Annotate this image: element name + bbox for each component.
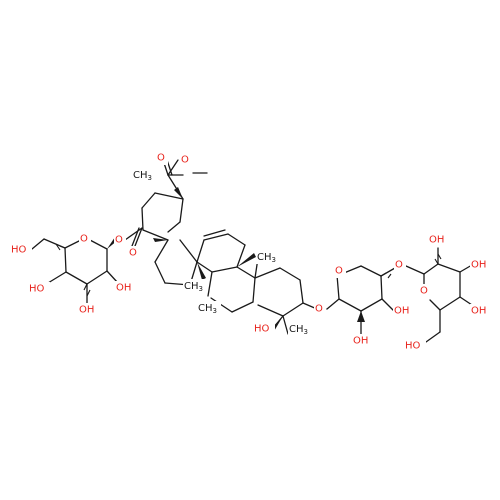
bond <box>336 274 340 300</box>
bond <box>179 198 184 223</box>
bond <box>134 227 143 247</box>
bond <box>141 192 156 209</box>
bond <box>65 271 88 285</box>
bond <box>167 159 179 176</box>
bond <box>360 298 383 312</box>
hashed-bond <box>380 272 392 279</box>
glc1-oh-c2-label: OH <box>116 283 131 294</box>
bond <box>429 299 441 311</box>
ch2oh-c23-label: HO <box>254 324 270 335</box>
bond <box>227 233 246 246</box>
glucose-link-oxygen-label: O <box>115 235 123 246</box>
bond <box>231 301 254 313</box>
bond <box>236 266 256 279</box>
bond <box>338 298 362 312</box>
bond <box>425 331 441 343</box>
bond <box>210 297 233 313</box>
bond <box>405 265 425 275</box>
glc1-ring-oxygen-label: O <box>80 234 88 245</box>
bond <box>207 271 213 297</box>
bond <box>423 263 439 275</box>
bond <box>360 265 382 277</box>
bond <box>196 261 213 273</box>
bond <box>257 304 284 317</box>
methyl-c14-label: CH3 <box>198 303 217 316</box>
bond <box>211 266 238 273</box>
methyl-top-label: CH3 <box>133 170 152 183</box>
glc1-ch2oh-label: HO <box>11 245 27 256</box>
bond <box>459 296 473 306</box>
bond <box>167 221 181 233</box>
glc1-oh-c3-label: OH <box>79 305 94 316</box>
atom-label-layer: O O CH3 O O O HO HO OH OH CH3 CH3 CH3 CH… <box>10 151 492 353</box>
bond-layer <box>31 159 473 343</box>
bond <box>437 263 461 273</box>
glc2-ch2oh-label: HO <box>405 341 421 352</box>
glc2-oh-c3-label: OH <box>471 260 486 271</box>
glc2-oh-c4-label: OH <box>471 306 486 317</box>
bond <box>142 229 169 241</box>
bond <box>179 239 198 263</box>
bond <box>141 207 144 231</box>
wedge-bond <box>237 253 256 267</box>
bond <box>381 298 395 312</box>
bond <box>439 296 461 311</box>
bond <box>254 267 281 279</box>
ester-carbonyl-oxygen-label: O <box>157 153 165 164</box>
bond <box>343 265 362 274</box>
wedge-bond <box>174 187 183 199</box>
glc2-oh-c2-label: OH <box>429 235 444 246</box>
glc1-oh-c4-label: HO <box>29 284 45 295</box>
wedge-bond <box>153 238 168 242</box>
wedge-bond <box>197 262 206 280</box>
arabinose-oh-c3-label: OH <box>394 306 409 317</box>
bond <box>299 279 304 304</box>
c3-glycosidic-oxygen-label: O <box>315 304 323 315</box>
c28-carbonyl-oxygen-label: O <box>129 248 137 259</box>
bond <box>279 267 301 281</box>
arabinose-oh-c2-label: OH <box>353 336 368 347</box>
arabinose-ring-oxygen-label: O <box>335 266 343 277</box>
bond <box>380 275 383 300</box>
glc2-ring-oxygen-label: O <box>420 286 428 297</box>
bond <box>282 302 304 317</box>
hashed-bond <box>434 253 442 265</box>
bond <box>252 277 256 303</box>
bond <box>326 298 340 310</box>
arabinose-link-oxygen-label: O <box>395 260 403 271</box>
wedge-bond <box>357 311 365 322</box>
methyl-c4-label: CH3 <box>289 324 308 337</box>
hashed-bond <box>83 283 91 297</box>
bond <box>203 233 229 241</box>
bond <box>86 270 108 285</box>
methyl-c10-label: CH3 <box>257 252 276 265</box>
ester-methoxy-oxygen-label: O <box>181 155 189 166</box>
stereo-bond-layer <box>55 187 442 333</box>
bond <box>154 192 184 200</box>
bond <box>236 244 246 268</box>
bond <box>124 227 143 241</box>
bond <box>47 271 67 284</box>
bond <box>64 247 67 273</box>
methyl-c8-label: CH3 <box>184 281 203 294</box>
bond <box>87 238 108 250</box>
bond <box>31 238 45 250</box>
bond <box>196 239 205 263</box>
bond <box>154 261 166 284</box>
bond <box>282 315 289 335</box>
bond <box>154 239 169 263</box>
bond <box>203 229 226 237</box>
hashed-bond <box>55 243 66 251</box>
